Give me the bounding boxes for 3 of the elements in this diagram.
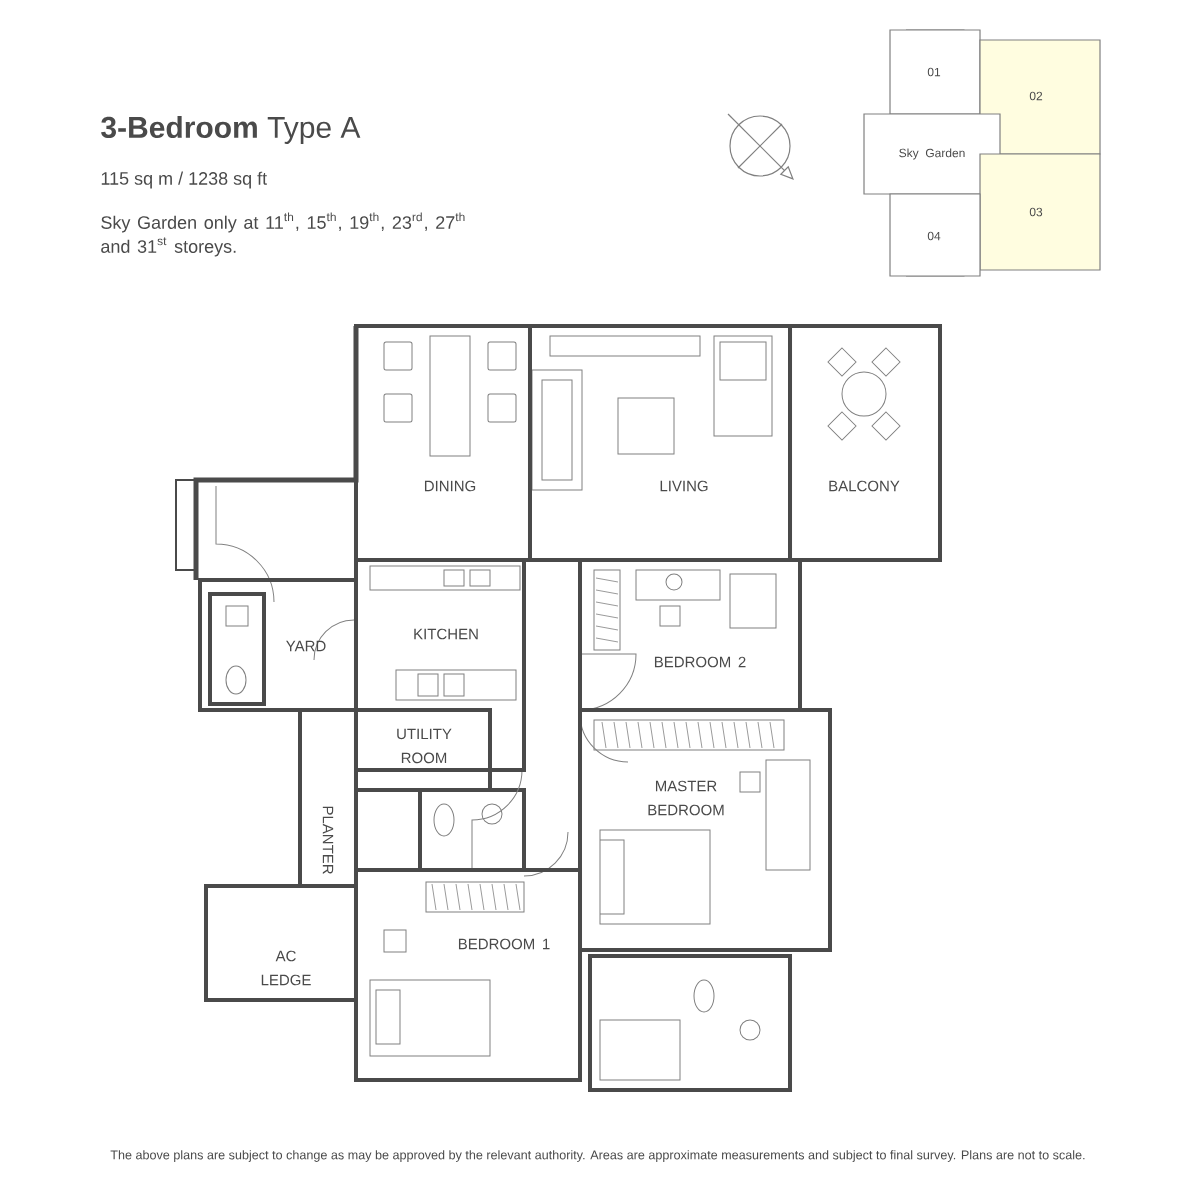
storey-note: Sky Garden only at 11$^{th}$, 15$^{th}$, 19$^{th}$, 23$^{rd}$, 27$^{th}$ and 31$^{st}$ storeys. <box>101 212 465 257</box>
heading: 3-Bedroom Type A <box>101 116 361 144</box>
area-note: 115 sq m / 1238 sq ft <box>101 171 267 189</box>
